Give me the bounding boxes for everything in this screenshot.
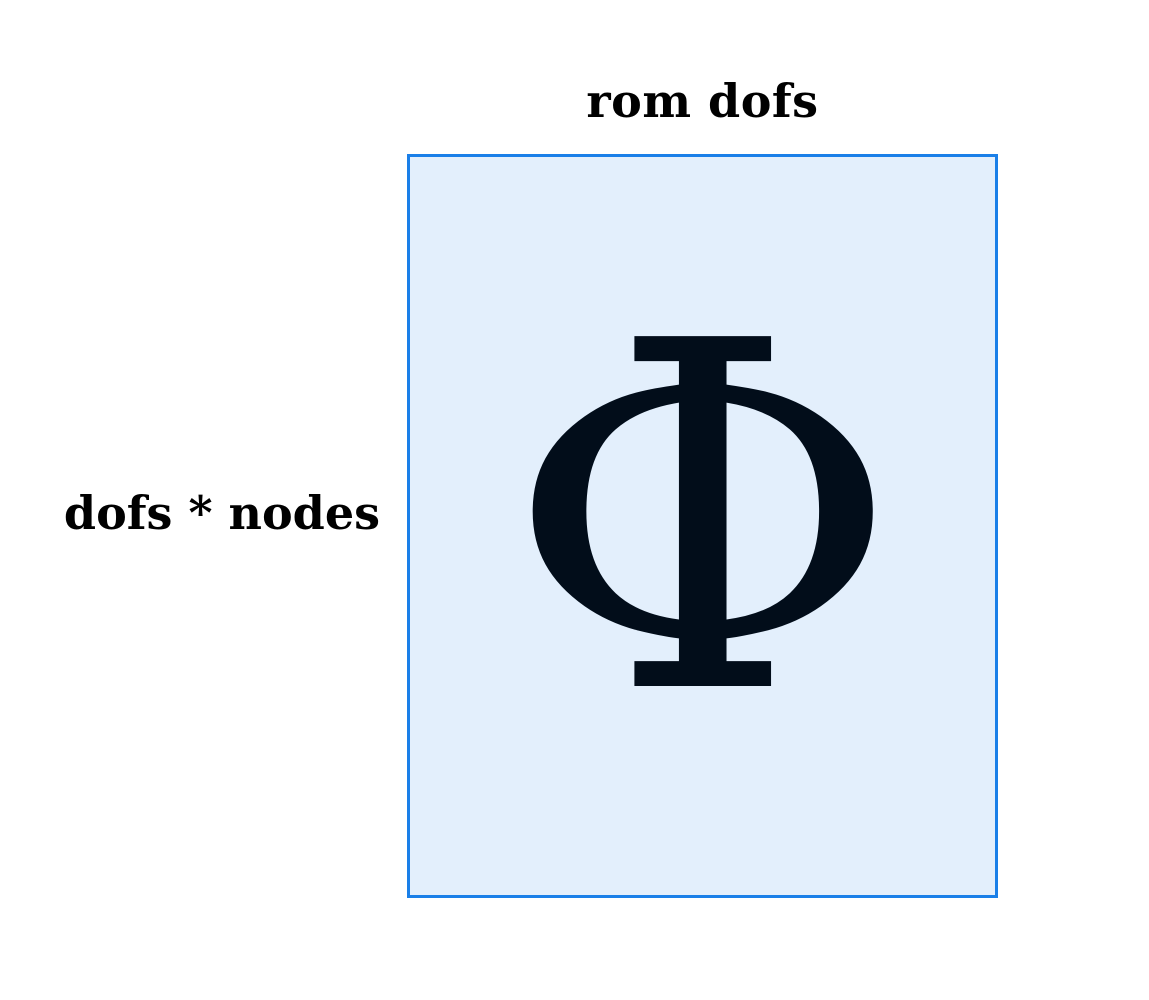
matrix-symbol: Φ [505, 241, 900, 800]
column-dimension-label: rom dofs [586, 74, 819, 128]
matrix-block: Φ [407, 154, 998, 898]
row-dimension-label: dofs * nodes [63, 486, 380, 540]
